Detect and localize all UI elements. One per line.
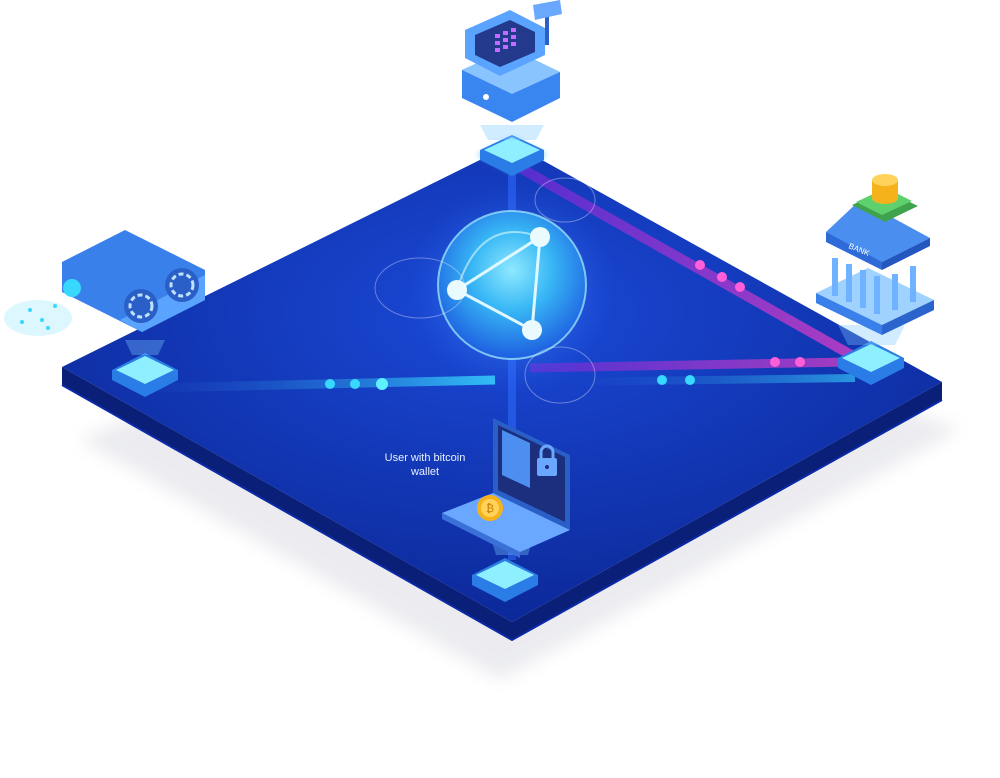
data-packet-icon — [735, 282, 745, 292]
data-packet-icon — [770, 357, 780, 367]
data-packet-icon — [695, 260, 705, 270]
data-packet-icon — [350, 379, 360, 389]
data-packet-icon — [717, 272, 727, 282]
user-wallet-label-line-1: User with bitcoin — [384, 452, 466, 464]
data-packet-icon — [685, 375, 695, 385]
node-pad-right — [838, 341, 904, 385]
connection-rig-to-hub — [149, 375, 496, 393]
data-packet-icon — [376, 378, 388, 390]
network-globe-icon — [374, 177, 617, 404]
pos-terminal-icon — [462, 0, 562, 140]
bank-icon: BANK — [816, 174, 934, 345]
data-packet-icon — [795, 357, 805, 367]
connection-pos-to-bank — [512, 160, 863, 365]
node-pad-bottom — [472, 558, 538, 602]
data-packet-icon — [325, 379, 335, 389]
svg-text:₿: ₿ — [486, 503, 494, 515]
node-pad-top — [478, 135, 546, 176]
user-wallet-label: User with bitcoin wallet — [370, 451, 480, 479]
node-pad-left — [112, 353, 178, 397]
mining-rig-icon — [4, 230, 205, 355]
laptop-wallet-icon: ₿ — [442, 418, 570, 558]
user-wallet-label-line-2: wallet — [410, 466, 440, 478]
data-packet-icon — [657, 375, 667, 385]
connection-hub-to-bank-lower — [559, 374, 856, 386]
